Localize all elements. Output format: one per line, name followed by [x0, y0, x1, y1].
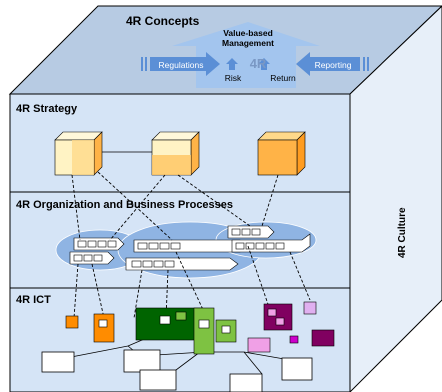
- reporting-label: Reporting: [315, 60, 352, 70]
- process-chain-3: [133, 239, 249, 253]
- ict-orange-box: [93, 313, 115, 343]
- ict-purple-right: [311, 329, 335, 347]
- regulations-label: Regulations: [159, 60, 204, 70]
- ict-title: 4R ICT: [16, 294, 51, 306]
- ict-purple-large: [263, 303, 293, 331]
- process-chain-1: [73, 237, 125, 251]
- ict-green-side-inner: [221, 325, 231, 334]
- ict-green-inner-1: [159, 315, 171, 325]
- strategy-cube-2: [151, 131, 200, 176]
- regulations-stripe-2: [141, 57, 143, 71]
- reporting-stripe-1: [363, 57, 365, 71]
- ict-orange-small: [65, 315, 79, 329]
- regulations-arrow: [150, 52, 220, 76]
- ict-pink-box: [247, 337, 271, 353]
- process-chain-5: [227, 225, 275, 239]
- ict-green-inner-2: [175, 311, 187, 321]
- ict-purple-inner-2: [275, 317, 285, 326]
- dashed-links: [71, 171, 311, 319]
- organization-title: 4R Organization and Business Processes: [16, 199, 233, 211]
- reporting-arrow: [296, 52, 360, 76]
- strategy-cube-3: [257, 131, 306, 176]
- risk-up-arrow: [226, 58, 238, 70]
- ict-server-5: [281, 357, 313, 381]
- concepts-title: 4R Concepts: [126, 14, 200, 28]
- ict-lilac-small: [303, 301, 317, 315]
- regulations-stripe-1: [145, 57, 147, 71]
- process-chain-2: [69, 251, 115, 265]
- ict-magenta-small: [289, 335, 299, 344]
- reporting-stripe-2: [367, 57, 369, 71]
- strategy-title: 4R Strategy: [16, 103, 78, 115]
- center-label: 4R: [250, 56, 267, 71]
- culture-label: 4R Culture: [397, 207, 408, 258]
- ict-server-2: [123, 349, 161, 373]
- ict-server-1: [41, 351, 75, 373]
- ict-server-3: [139, 369, 177, 391]
- return-label: Return: [270, 73, 296, 83]
- return-up-arrow: [258, 58, 270, 70]
- process-chain-6: [231, 233, 311, 253]
- ict-green-light: [193, 307, 215, 355]
- arrow-label-line1: Value-based: [223, 28, 273, 38]
- value-management-arrow: Value-based Management Regulations Repor…: [141, 22, 369, 88]
- ict-green-light-inner: [198, 319, 210, 329]
- arrow-label-line2: Management: [222, 38, 274, 48]
- risk-label: Risk: [225, 73, 242, 83]
- ict-orange-inner: [98, 319, 108, 328]
- ict-server-4: [229, 373, 263, 392]
- process-chain-4: [125, 257, 239, 271]
- ict-purple-inner-1: [267, 308, 277, 317]
- strategy-cube-1: [54, 131, 103, 176]
